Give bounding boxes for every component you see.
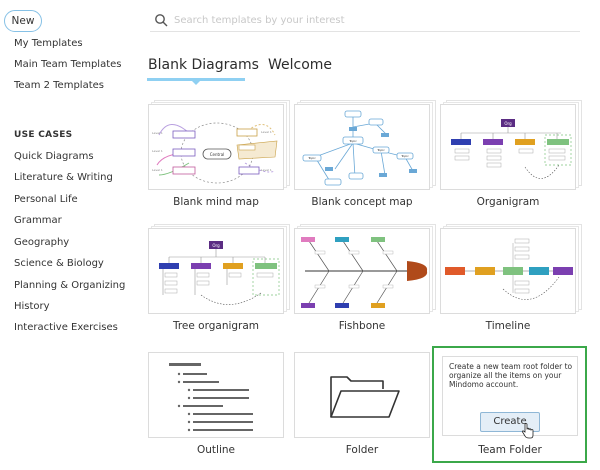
hand-cursor-icon [521, 423, 534, 439]
template-label: Blank concept map [311, 196, 413, 208]
template-label: Fishbone [338, 320, 386, 332]
template-label: Organigram [476, 196, 540, 208]
svg-text:Topic: Topic [348, 139, 357, 143]
template-label: Blank mind map [173, 196, 259, 208]
svg-text:Level 1: Level 1 [261, 168, 272, 172]
sidebar-item-personal-life[interactable]: Personal Life [14, 194, 78, 205]
template-card-organigram[interactable]: Org Organigram [440, 100, 582, 208]
template-thumbnail: Central Level 1 Level 1 Level 1 Level 1 Leve… [148, 104, 284, 190]
template-thumbnail [148, 352, 284, 438]
folder-icon [330, 376, 400, 418]
team-folder-panel: Create a new team root folder to organiz… [442, 356, 578, 436]
sidebar-item-team-2-templates[interactable]: Team 2 Templates [14, 80, 104, 91]
svg-text:Topic: Topic [307, 156, 316, 160]
svg-text:Level 1: Level 1 [152, 149, 163, 153]
team-folder-description: Create a new team root folder to organiz… [449, 362, 573, 389]
svg-text:Level 1: Level 1 [152, 131, 163, 135]
template-thumbnail [294, 352, 430, 438]
template-thumbnail: Org [148, 228, 284, 314]
template-label: Tree organigram [172, 320, 260, 332]
template-thumbnail [440, 228, 576, 314]
team-folder-card[interactable] [432, 346, 587, 463]
sidebar: New My Templates Main Team Templates Tea… [0, 0, 140, 470]
sidebar-item-main-team-templates[interactable]: Main Team Templates [14, 59, 122, 70]
svg-text:Org: Org [504, 121, 512, 126]
search-icon [155, 14, 168, 27]
active-tab-indicator [147, 78, 245, 81]
search-bar [150, 10, 580, 32]
tab-blank-diagrams[interactable]: Blank Diagrams [148, 57, 259, 73]
sidebar-item-grammar[interactable]: Grammar [14, 215, 62, 226]
tab-welcome[interactable]: Welcome [268, 57, 333, 73]
template-card-timeline[interactable]: Timeline [440, 224, 582, 332]
svg-text:Level 1: Level 1 [261, 130, 272, 134]
new-button[interactable]: New [4, 10, 42, 32]
template-card-tree-organigram[interactable]: Org Tree organigram [148, 224, 290, 332]
template-card-blank-mind-map[interactable]: Central Level 1 Level 1 Level 1 Level 1 Leve… [148, 100, 290, 208]
svg-text:Topic: Topic [400, 154, 409, 158]
svg-text:Topic: Topic [376, 148, 385, 152]
template-label: Folder [345, 444, 379, 456]
template-card-outline[interactable]: Outline [148, 352, 284, 456]
template-card-folder[interactable]: Folder [294, 352, 430, 456]
active-tab-caret [191, 80, 201, 85]
template-card-fishbone[interactable]: Fishbone [294, 224, 436, 332]
template-label: Timeline [485, 320, 531, 332]
sidebar-item-science-biology[interactable]: Science & Biology [14, 258, 104, 269]
sidebar-item-my-templates[interactable]: My Templates [14, 38, 83, 49]
sidebar-item-planning-organizing[interactable]: Planning & Organizing [14, 280, 126, 291]
svg-text:Org: Org [212, 243, 220, 248]
sidebar-item-quick-diagrams[interactable]: Quick Diagrams [14, 151, 94, 162]
sidebar-item-literature-writing[interactable]: Literature & Writing [14, 172, 113, 183]
template-thumbnail: Org [440, 104, 576, 190]
svg-text:Central: Central [210, 152, 225, 157]
use-cases-heading: USE CASES [14, 130, 73, 140]
sidebar-item-geography[interactable]: Geography [14, 237, 70, 248]
sidebar-item-history[interactable]: History [14, 301, 50, 312]
sidebar-item-interactive-exercises[interactable]: Interactive Exercises [14, 322, 118, 333]
team-folder-label: Team Folder [478, 444, 542, 456]
template-label: Outline [197, 444, 235, 456]
svg-text:Level 1: Level 1 [152, 168, 163, 172]
template-thumbnail [294, 228, 430, 314]
search-input[interactable] [174, 12, 574, 28]
